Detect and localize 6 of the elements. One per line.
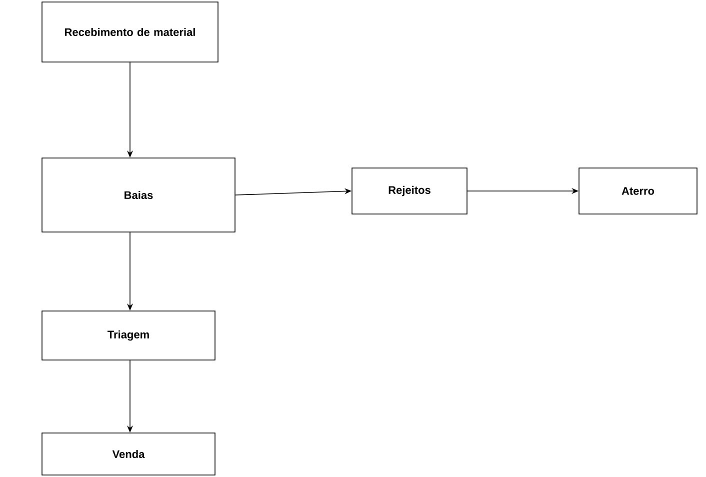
- process-box: Triagem: [42, 310, 216, 360]
- process-box: Recebimento de material: [42, 2, 218, 62]
- process-box: Venda: [42, 432, 216, 476]
- process-box: Aterro: [578, 168, 698, 214]
- process-box: Baias: [42, 158, 236, 232]
- process-box: Rejeitos: [352, 168, 468, 214]
